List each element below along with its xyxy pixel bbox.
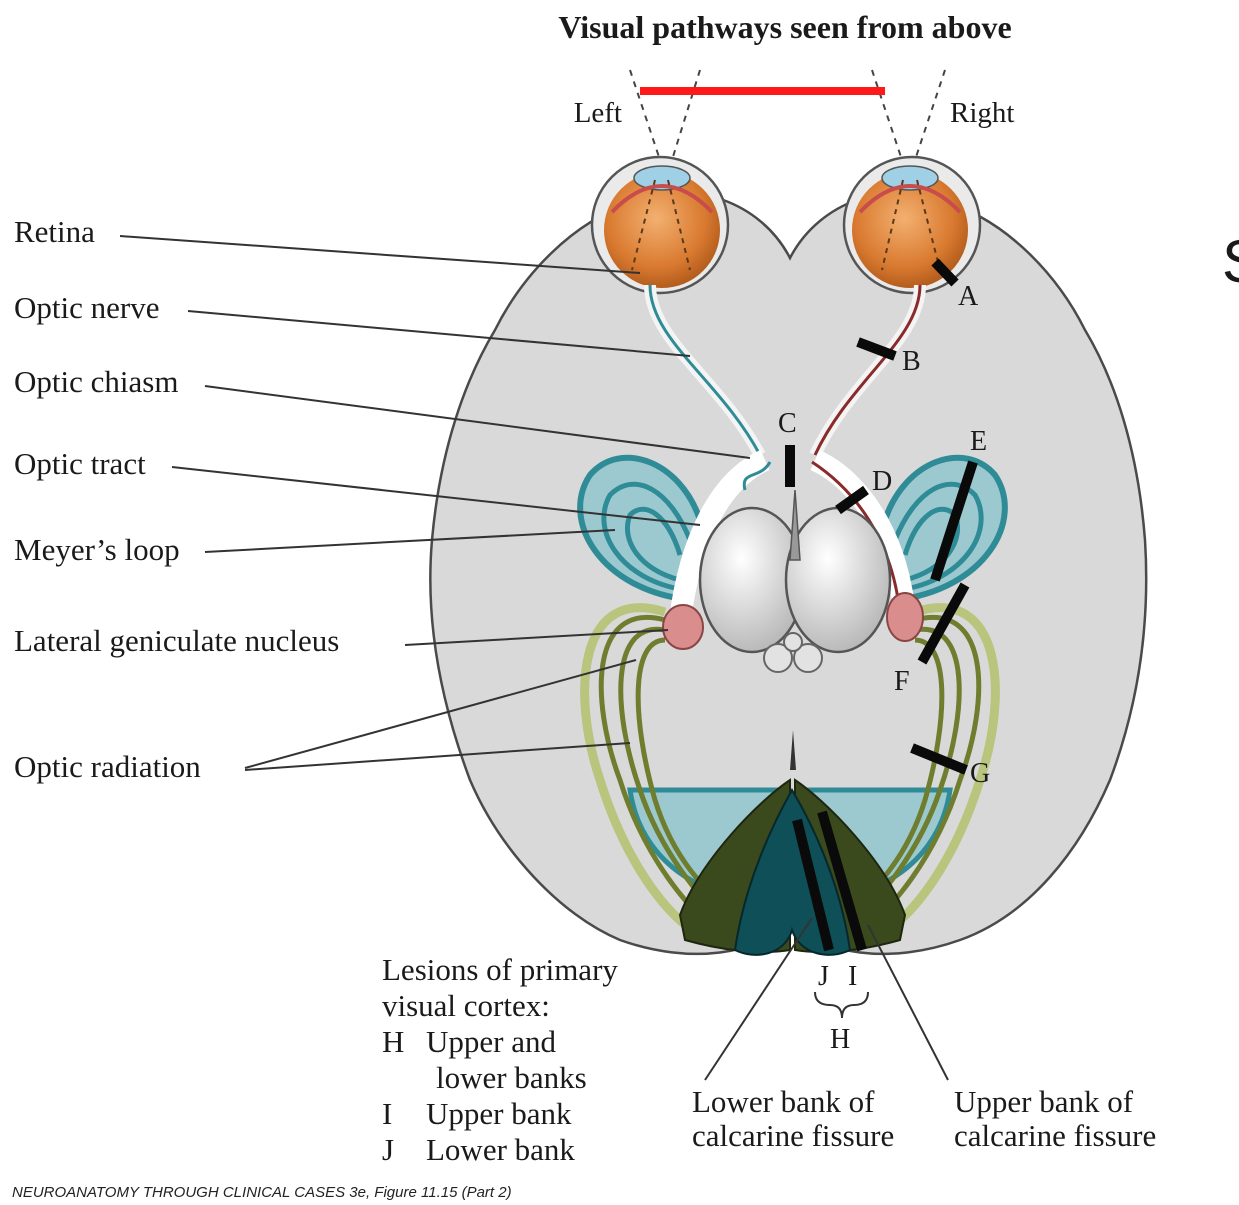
legend-key-h: H	[382, 1024, 404, 1059]
lesion-letter-d: D	[872, 466, 892, 497]
optic-nerves	[644, 284, 926, 458]
meyers-loop-right	[881, 454, 1008, 604]
upper-bank-label-2: calcarine fissure	[954, 1118, 1156, 1153]
lesion-bars	[785, 258, 978, 952]
lower-bank-label-2: calcarine fissure	[692, 1118, 894, 1153]
left-eye-label: Left	[574, 97, 622, 129]
label-lgn: Lateral geniculate nucleus	[14, 623, 339, 658]
lesion-brace	[814, 991, 869, 1019]
lesion-letter-g: G	[970, 758, 990, 789]
lesion-letter-e: E	[970, 426, 987, 457]
label-meyers-loop: Meyer’s loop	[14, 532, 180, 567]
lesion-letter-f: F	[894, 666, 910, 697]
structure-labels: Retina Optic nerve Optic chiasm Optic tr…	[14, 214, 339, 784]
cropped-edge-glyph: S	[1222, 228, 1239, 295]
label-optic-radiation: Optic radiation	[14, 749, 201, 784]
lgn-right	[886, 592, 924, 642]
diagram-title: Visual pathways seen from above	[558, 9, 1011, 45]
legend-text-j: Lower bank	[426, 1132, 575, 1167]
cortex-lesion-legend: Lesions of primary visual cortex: H Uppe…	[382, 952, 618, 1167]
leader-lines	[119, 235, 949, 1081]
lower-bank-label-1: Lower bank of	[692, 1084, 875, 1119]
label-optic-chiasm: Optic chiasm	[14, 364, 178, 399]
midline-marker	[790, 730, 796, 770]
lesion-letter-i: I	[848, 961, 857, 992]
lesion-letter-h: H	[830, 1024, 850, 1055]
legend-heading-2: visual cortex:	[382, 988, 550, 1023]
right-eye-label: Right	[950, 97, 1014, 129]
legend-key-i: I	[382, 1096, 392, 1131]
lesion-letter-j: J	[818, 961, 829, 992]
visual-field-lines	[629, 69, 946, 161]
legend-text-h-2: lower banks	[436, 1060, 587, 1095]
meyers-loop-left	[577, 454, 704, 604]
lgn-left	[662, 604, 704, 650]
legend-key-j: J	[382, 1132, 394, 1167]
lesion-letter-a: A	[958, 281, 979, 312]
label-optic-nerve: Optic nerve	[14, 290, 159, 325]
thalamus	[698, 489, 892, 673]
legend-text-h: Upper and	[426, 1024, 556, 1059]
legend-text-i: Upper bank	[426, 1096, 572, 1131]
label-retina: Retina	[14, 214, 95, 249]
right-eye	[842, 155, 982, 295]
lesion-letters: A B C D E F G J I H	[778, 281, 990, 1055]
legend-heading-1: Lesions of primary	[382, 952, 618, 987]
figure-caption: NEUROANATOMY THROUGH CLINICAL CASES 3e, …	[12, 1184, 512, 1200]
lesion-letter-c: C	[778, 408, 797, 439]
left-eye	[590, 155, 730, 295]
upper-bank-label-1: Upper bank of	[954, 1084, 1134, 1119]
lesion-letter-b: B	[902, 346, 921, 377]
calcarine-labels: Lower bank of calcarine fissure Upper ba…	[692, 1084, 1156, 1153]
label-optic-tract: Optic tract	[14, 446, 146, 481]
